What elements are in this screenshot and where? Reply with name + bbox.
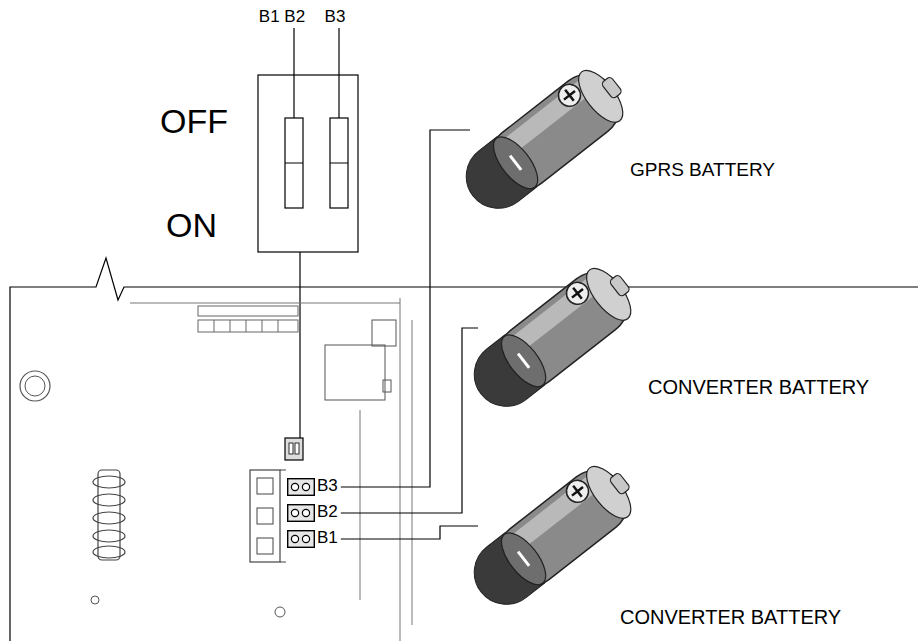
battery-wire	[341, 526, 478, 539]
battery-node: CONVERTER BATTERY	[478, 456, 648, 596]
switch-label: B1 B2	[259, 8, 305, 25]
jumper-pins	[287, 504, 315, 522]
jumper-header: B2	[287, 504, 341, 522]
jumper-pins	[287, 530, 315, 548]
battery-wire	[341, 328, 478, 513]
battery-wire	[341, 130, 470, 487]
switch-label: B3	[325, 8, 346, 25]
jumper-header: B3	[287, 478, 341, 496]
jumper-header: B1	[287, 530, 341, 548]
battery-icon	[478, 456, 648, 596]
jumper-label: B3	[317, 477, 338, 496]
battery-label: CONVERTER BATTERY	[648, 376, 869, 398]
jumper-pins	[287, 478, 315, 496]
battery-node: GPRS BATTERY	[470, 60, 640, 200]
switch-state-label: ON	[166, 208, 217, 242]
jumper-label: B1	[317, 529, 338, 548]
battery-label: CONVERTER BATTERY	[620, 606, 841, 628]
jumper-label: B2	[317, 503, 338, 522]
battery-icon	[478, 258, 648, 398]
switch-state-label: OFF	[160, 104, 228, 138]
battery-icon	[470, 60, 640, 200]
battery-node: CONVERTER BATTERY	[478, 258, 648, 398]
battery-label: GPRS BATTERY	[630, 160, 775, 181]
